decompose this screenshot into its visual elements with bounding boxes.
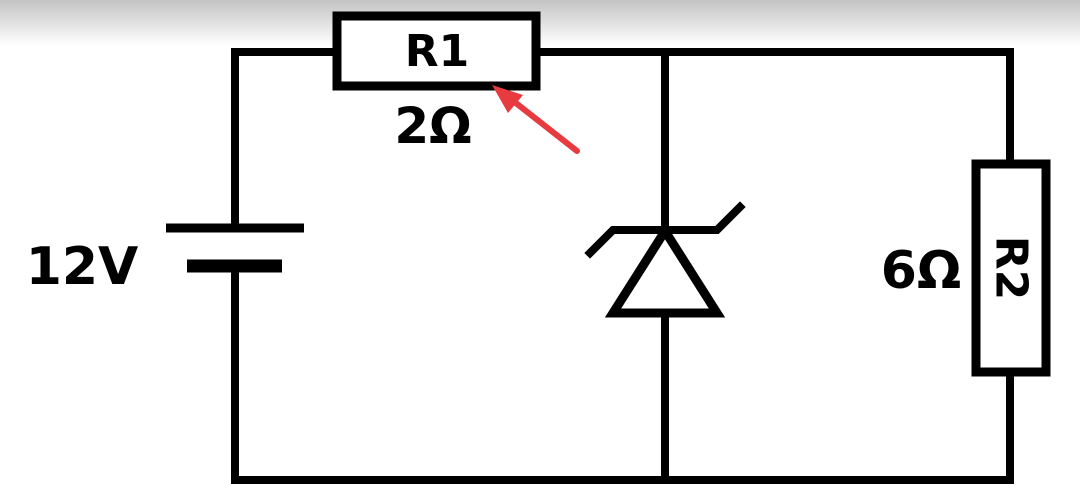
zener-diode bbox=[584, 201, 746, 318]
r2-value-label: 6Ω bbox=[881, 241, 961, 301]
battery-symbol bbox=[166, 223, 304, 273]
r1-label: R1 bbox=[405, 26, 470, 77]
wires bbox=[231, 48, 1014, 484]
resistor-r1-box bbox=[332, 11, 541, 91]
r1-value-label: 2Ω bbox=[394, 97, 471, 155]
red-arrow-annotation bbox=[492, 85, 580, 154]
zener-anode-triangle bbox=[604, 222, 726, 318]
wire-battery-to-r1 bbox=[231, 48, 344, 232]
red-arrow-head bbox=[492, 85, 523, 113]
wire-bottom bbox=[231, 262, 1014, 484]
r2-label: R2 bbox=[986, 236, 1037, 301]
source-voltage-label: 12V bbox=[26, 237, 139, 297]
resistor-r2-box bbox=[971, 159, 1051, 377]
red-arrow-tail bbox=[509, 97, 580, 154]
wire-r1-to-r2-top bbox=[530, 48, 1014, 168]
